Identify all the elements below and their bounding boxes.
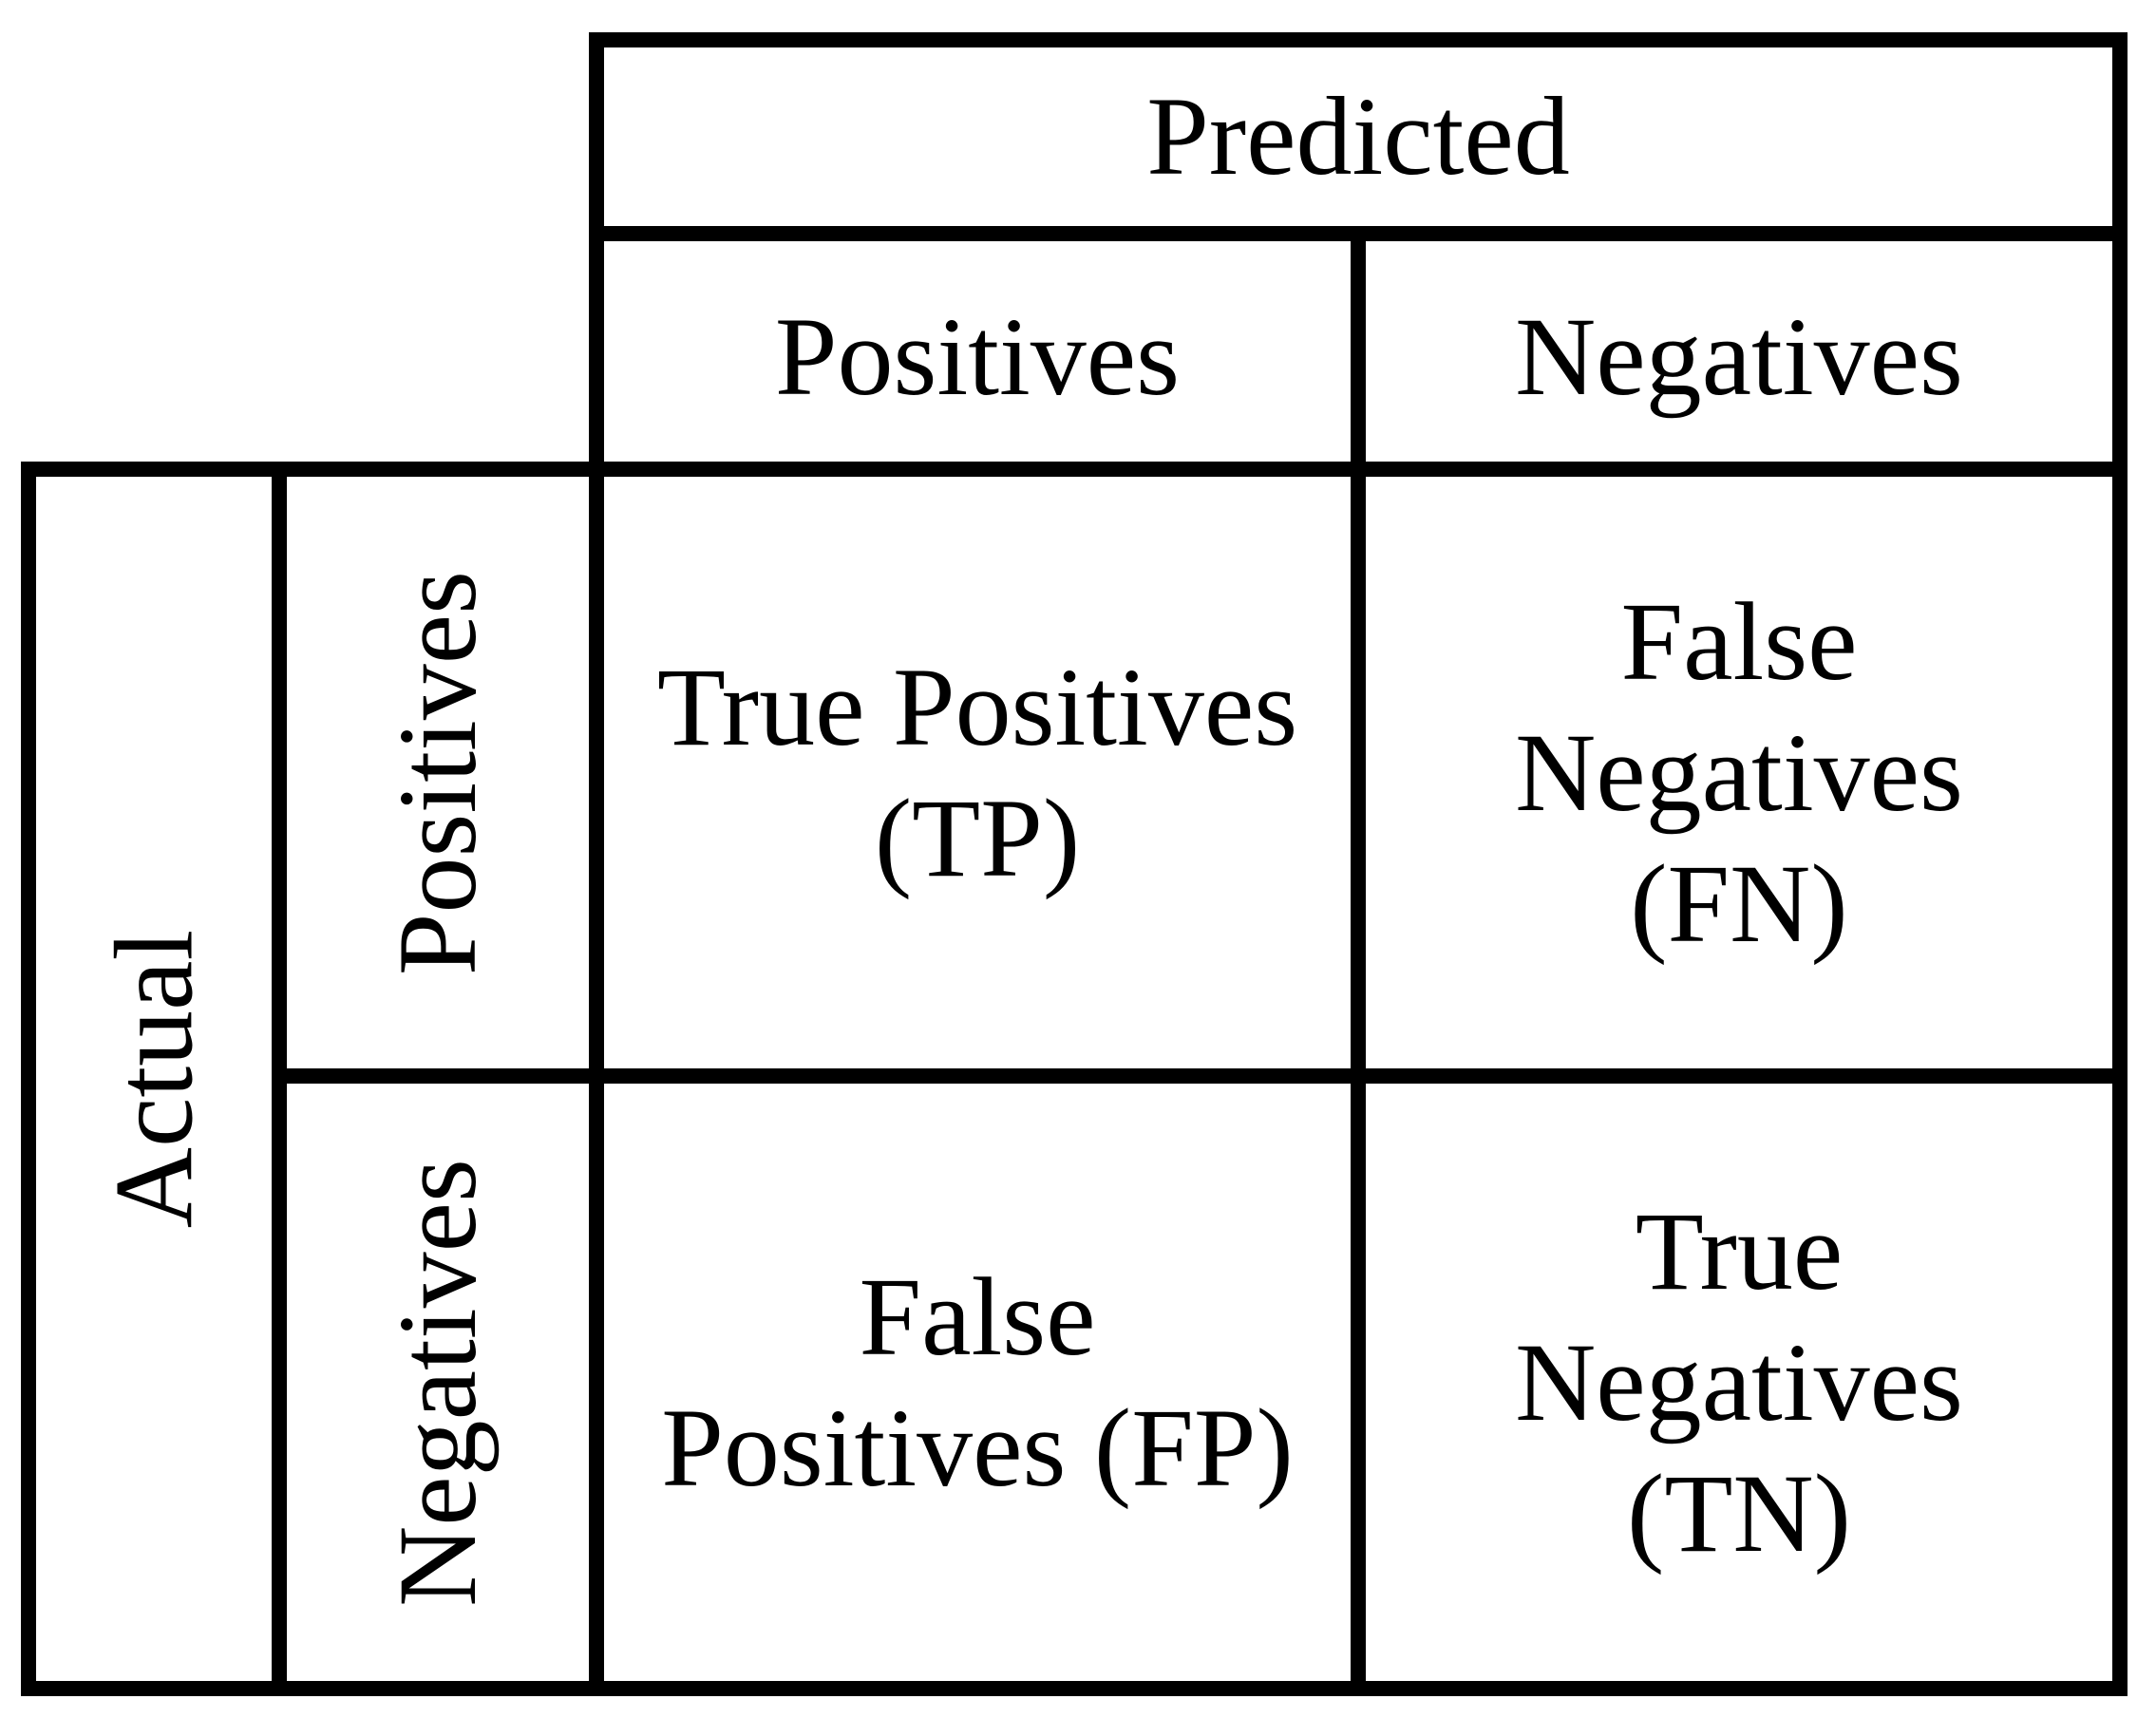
row-divider	[272, 1068, 2128, 1084]
column-header-negatives: Negatives	[1515, 294, 1963, 419]
column-header-positives: Positives	[774, 294, 1181, 419]
fp-line-1: False	[859, 1254, 1096, 1379]
row-header-negatives: Negatives	[287, 1084, 589, 1681]
cell-false-negatives: False Negatives (FN)	[1366, 477, 2112, 1068]
tn-line-3: (TN)	[1627, 1450, 1851, 1576]
fn-line-2: Negatives	[1515, 709, 1963, 835]
row-header-positives: Positives	[287, 477, 589, 1068]
cell-false-positives: False Positives (FP)	[604, 1084, 1351, 1681]
predicted-label: Predicted	[1146, 74, 1570, 198]
actual-label: Actual	[36, 477, 272, 1681]
tn-line-2: Negatives	[1515, 1319, 1963, 1444]
fn-line-3: (FN)	[1630, 840, 1848, 966]
cell-true-negatives: True Negatives (TN)	[1366, 1084, 2112, 1681]
fn-line-1: False	[1620, 578, 1858, 704]
row-header-negatives-text: Negatives	[375, 1158, 501, 1607]
tn-line-1: True	[1635, 1188, 1844, 1313]
predicted-column-divider	[1351, 226, 1366, 488]
cell-true-positives: True Positives (TP)	[604, 477, 1351, 1068]
tp-line-1: True Positives	[656, 644, 1298, 769]
fp-line-2: Positives (FP)	[661, 1385, 1294, 1510]
row-header-positives-text: Positives	[375, 570, 501, 975]
tp-line-2: (TP)	[874, 775, 1081, 900]
actual-label-text: Actual	[91, 929, 217, 1229]
